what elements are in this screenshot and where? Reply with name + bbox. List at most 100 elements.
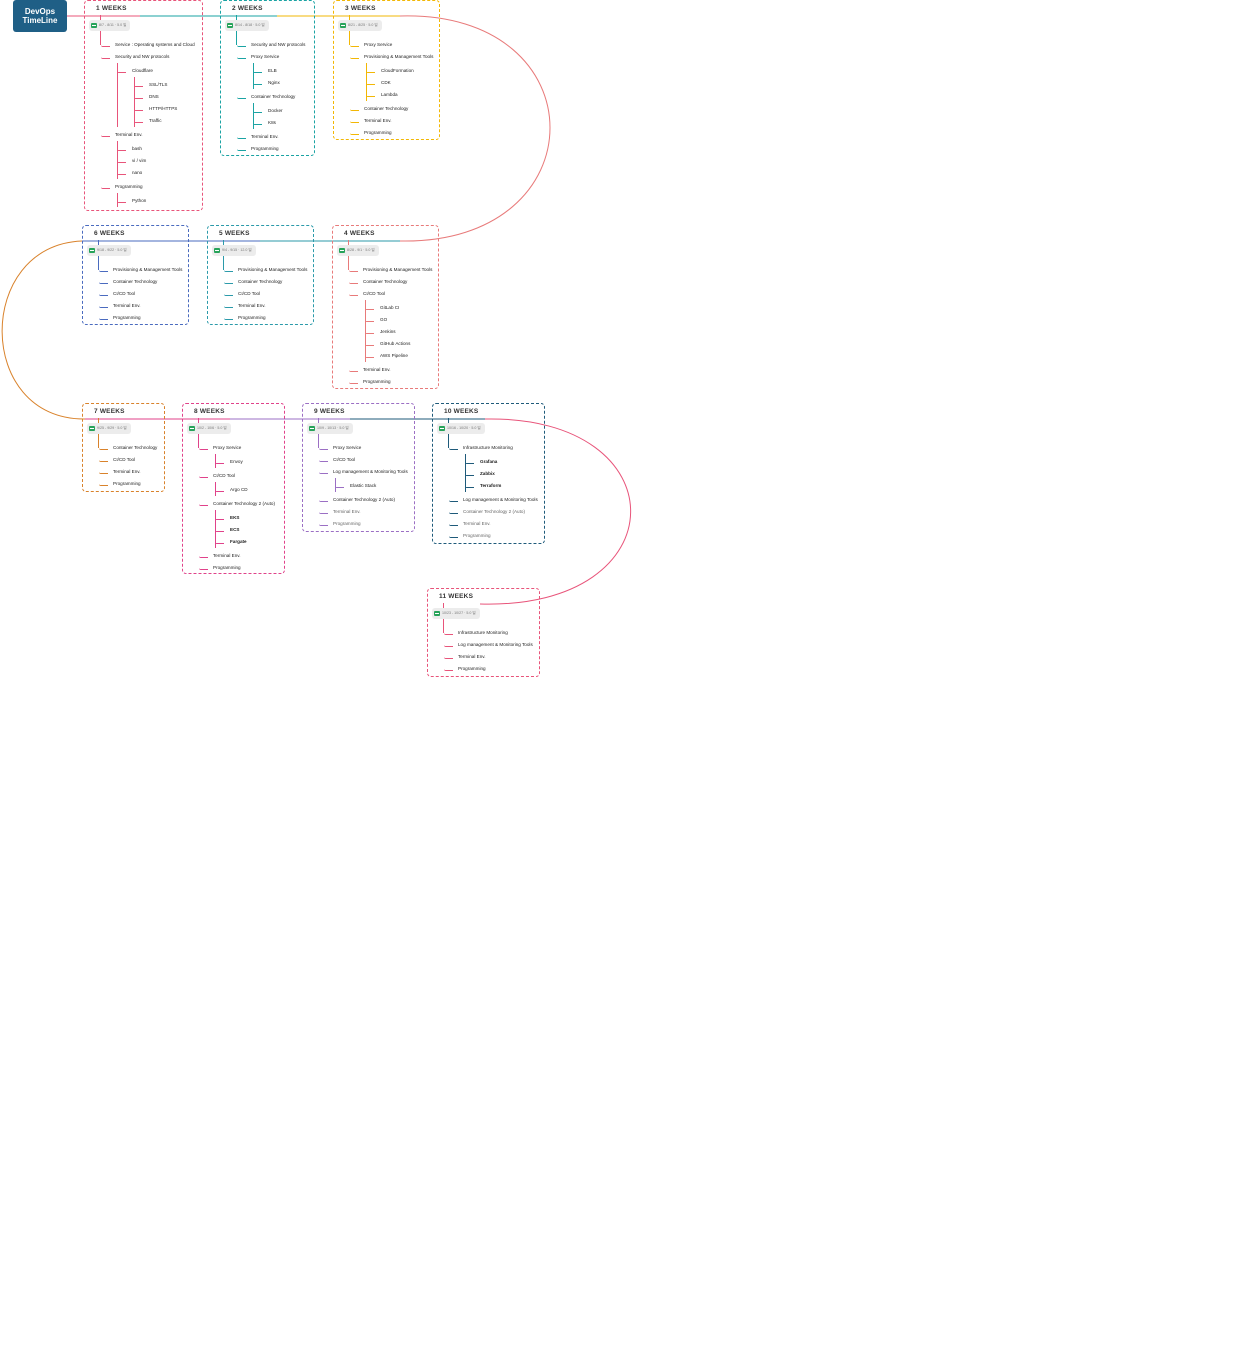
topic-item[interactable]: bash [117,143,195,155]
topic-item[interactable]: K8s [252,117,305,129]
topic-item[interactable]: Envoy [215,456,275,468]
topic-node: ELB [252,65,305,77]
topic-item[interactable]: CI/CD Tool [349,288,432,300]
topic-item[interactable]: Terminal Env. [444,651,533,663]
topic-item[interactable]: Terminal Env. [349,364,432,376]
topic-item[interactable]: Terminal Env. [224,300,307,312]
topic-item[interactable]: Python [117,195,195,207]
topic-item[interactable]: Terraform [465,480,538,492]
topic-item[interactable]: Traffic [134,115,195,127]
topic-item[interactable]: Terminal Env. [101,129,195,141]
topic-item[interactable]: Lambda [365,89,433,101]
topic-item[interactable]: Zabbix [465,468,538,480]
topic-item[interactable]: Terminal Env. [350,115,433,127]
topic-item[interactable]: Programming [349,376,432,388]
topic-item[interactable]: Docker [252,105,305,117]
topic-item[interactable]: Log management & Monitoring Tools [449,494,538,506]
topic-item[interactable]: Provisioning & Management Tools [99,264,182,276]
topic-item[interactable]: Container Technology 2 (Auto) [319,494,408,506]
topic-item[interactable]: Grafana [465,456,538,468]
topic-item[interactable]: Container Technology 2 (Auto) [449,506,538,518]
topic-item[interactable]: Container Technology 2 (Auto) [199,498,275,510]
topic-item[interactable]: SSL/TLS [134,79,195,91]
topic-item[interactable]: Service : Operating systems and Cloud [101,39,195,51]
topic-item[interactable]: Fargate [215,536,275,548]
topic-item[interactable]: CI/CD Tool [319,454,408,466]
topic-item[interactable]: Jenkins [364,326,432,338]
topic-item[interactable]: Programming [224,312,307,324]
topic-item[interactable]: HTTP/HTTPS [134,103,195,115]
topic-item[interactable]: Container Technology [349,276,432,288]
topic-item[interactable]: Provisioning & Management Tools [224,264,307,276]
topic-item[interactable]: Terminal Env. [237,131,305,143]
topic-item[interactable]: CloudFormation [365,65,433,77]
topic-item[interactable]: CDK [365,77,433,89]
topic-item[interactable]: Programming [99,312,182,324]
topic-item[interactable]: Proxy Service [350,39,433,51]
topic-item[interactable]: GO [364,314,432,326]
topic-item[interactable]: Container Technology [99,442,157,454]
topic-item[interactable]: Infrastructure Monitoring [444,627,533,639]
topic-item[interactable]: Log management & Monitoring Tools [444,639,533,651]
topic-item[interactable]: Provisioning & Management Tools [349,264,432,276]
topic-item[interactable]: Security and NW protocols [237,39,305,51]
topic-item[interactable]: AWS Pipeline [364,350,432,362]
topic-item[interactable]: Proxy Service [319,442,408,454]
topic-item[interactable]: Container Technology [99,276,182,288]
topic-node: Elastic Stack [335,480,408,492]
topic-item[interactable]: Terminal Env. [99,466,157,478]
topic-item[interactable]: vi / vim [117,155,195,167]
topic-item[interactable]: ELB [252,65,305,77]
topic-item[interactable]: Terminal Env. [449,518,538,530]
topic-item[interactable]: ECS [215,524,275,536]
topic-item[interactable]: CI/CD Tool [224,288,307,300]
topic-item[interactable]: EKS [215,512,275,524]
topic-item[interactable]: Programming [449,530,538,542]
topic-item[interactable]: nano [117,167,195,179]
topic-item[interactable]: Nginx [252,77,305,89]
topic-item[interactable]: Infrastructure Monitoring [449,442,538,454]
date-badge: 9/4 - 9/15 · 12.0 일 [212,245,256,256]
topic-item[interactable]: Container Technology [237,91,305,103]
topic-item[interactable]: Terminal Env. [319,506,408,518]
topic-item[interactable]: CI/CD Tool [99,454,157,466]
topic-item[interactable]: Provisioning & Management Tools [350,51,433,63]
topic-item[interactable]: Programming [99,478,157,490]
topic-item[interactable]: Elastic Stack [335,480,408,492]
topic-item[interactable]: Programming [199,562,275,574]
topic-item[interactable]: Programming [350,127,433,139]
topic-item[interactable]: GitHub Actions [364,338,432,350]
topic-item[interactable]: Terminal Env. [99,300,182,312]
topic-item[interactable]: Terminal Env. [199,550,275,562]
topic-item[interactable]: Argo CD [215,484,275,496]
topic-item[interactable]: GitLab CI [364,302,432,314]
topic-item[interactable]: Programming [444,663,533,675]
topic-item[interactable]: Programming [101,181,195,193]
topic-item[interactable]: Container Technology [350,103,433,115]
topic-item[interactable]: DNS [134,91,195,103]
topic-item[interactable]: Programming [319,518,408,530]
topic-item[interactable]: Cloudflare [117,65,195,77]
topic-item[interactable]: CI/CD Tool [99,288,182,300]
topic-item[interactable]: Security and NW protocols [101,51,195,63]
topic-item[interactable]: CI/CD Tool [199,470,275,482]
topic-item[interactable]: Log management & Monitoring Tools [319,466,408,478]
topic-item[interactable]: Proxy Service [237,51,305,63]
topic-item[interactable]: Proxy Service [199,442,275,454]
topic-item[interactable]: Programming [237,143,305,155]
topic-item[interactable]: Container Technology [224,276,307,288]
root-node[interactable]: DevOps TimeLine [13,0,67,32]
